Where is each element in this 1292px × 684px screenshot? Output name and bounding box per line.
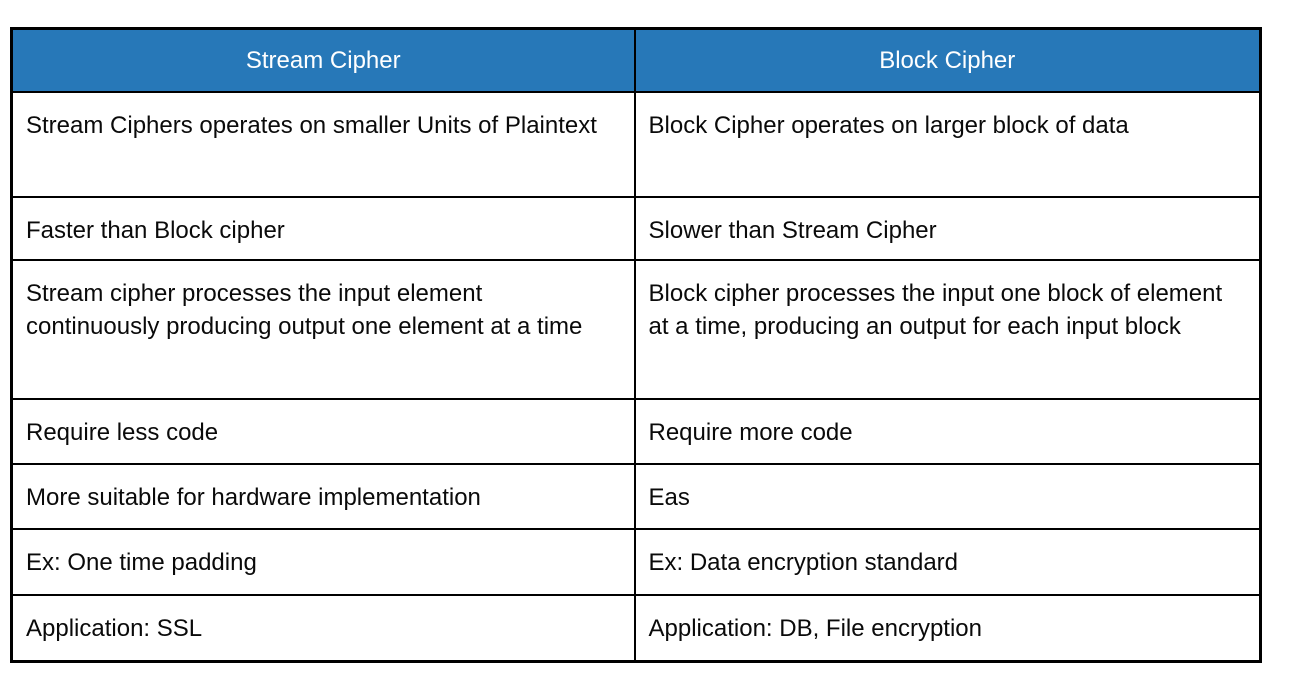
- cell-stream-cipher: Require less code: [10, 397, 636, 465]
- cell-block-cipher: Block Cipher operates on larger block of…: [633, 90, 1262, 198]
- cell-stream-cipher: Faster than Block cipher: [10, 195, 636, 261]
- cell-block-cipher: Ex: Data encryption standard: [633, 527, 1262, 596]
- header-stream-cipher: Stream Cipher: [10, 27, 636, 93]
- header-block-cipher: Block Cipher: [633, 27, 1262, 93]
- cell-stream-cipher: More suitable for hardware implementatio…: [10, 462, 636, 530]
- table-row: Ex: One time padding Ex: Data encryption…: [10, 527, 1262, 596]
- cell-block-cipher: Eas: [633, 462, 1262, 530]
- table-row: Stream cipher processes the input elemen…: [10, 258, 1262, 400]
- cell-block-cipher: Block cipher processes the input one blo…: [633, 258, 1262, 400]
- table-row: Application: SSL Application: DB, File e…: [10, 593, 1262, 663]
- cell-block-cipher: Application: DB, File encryption: [633, 593, 1262, 663]
- cipher-comparison-table: Stream Cipher Block Cipher Stream Cipher…: [10, 27, 1262, 663]
- table-row: Require less code Require more code: [10, 397, 1262, 465]
- cell-stream-cipher: Stream cipher processes the input elemen…: [10, 258, 636, 400]
- cell-stream-cipher: Stream Ciphers operates on smaller Units…: [10, 90, 636, 198]
- cell-stream-cipher: Application: SSL: [10, 593, 636, 663]
- table-header-row: Stream Cipher Block Cipher: [10, 27, 1262, 93]
- cell-stream-cipher: Ex: One time padding: [10, 527, 636, 596]
- cell-block-cipher: Slower than Stream Cipher: [633, 195, 1262, 261]
- table-row: Stream Ciphers operates on smaller Units…: [10, 90, 1262, 198]
- table-row: Faster than Block cipher Slower than Str…: [10, 195, 1262, 261]
- cell-block-cipher: Require more code: [633, 397, 1262, 465]
- table-row: More suitable for hardware implementatio…: [10, 462, 1262, 530]
